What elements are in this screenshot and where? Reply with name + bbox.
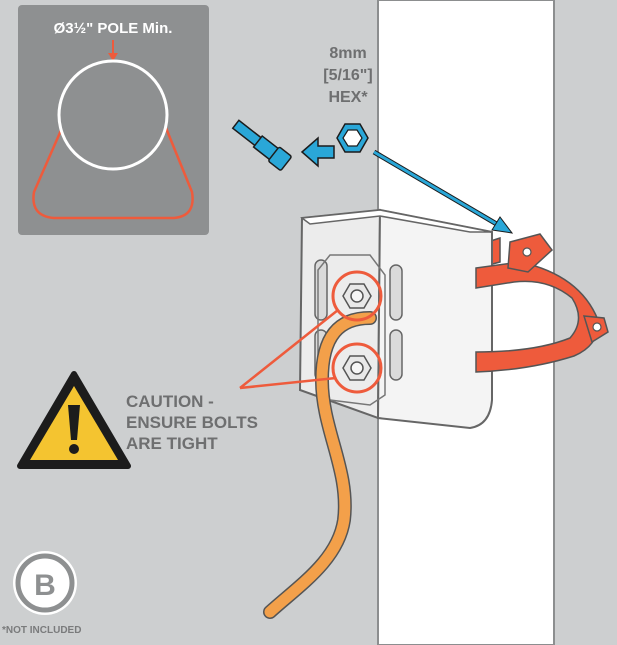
footnote: *NOT INCLUDED bbox=[2, 625, 81, 636]
step-badge-icon: B bbox=[13, 551, 77, 615]
bolt-highlight-lower bbox=[331, 342, 383, 394]
cable bbox=[263, 311, 377, 619]
bolt-highlight-upper bbox=[331, 270, 383, 322]
mounting-bracket bbox=[298, 208, 493, 430]
tool-size-mm: 8mm bbox=[329, 45, 366, 62]
pole-min-label: Ø3½" POLE Min. bbox=[54, 20, 173, 37]
step-letter: B bbox=[34, 569, 56, 602]
caution-line-2: ENSURE BOLTS bbox=[126, 413, 258, 432]
blue-pointer-arrow bbox=[372, 149, 514, 234]
bolt-lower bbox=[342, 355, 372, 381]
bolt-upper bbox=[342, 283, 372, 309]
nut-driver-icon bbox=[231, 119, 292, 171]
hex-nut-icon bbox=[336, 123, 369, 153]
front-straps bbox=[475, 233, 609, 373]
tool-type: HEX* bbox=[328, 89, 368, 106]
pole-size-inset: Ø3½" POLE Min. bbox=[18, 5, 209, 235]
callout-lines bbox=[239, 309, 339, 390]
caution-line-1: CAUTION - bbox=[126, 392, 214, 411]
arrow-left-icon bbox=[300, 136, 335, 168]
tool-size-inch: [5/16"] bbox=[323, 67, 372, 84]
caution-line-3: ARE TIGHT bbox=[126, 434, 218, 453]
warning-triangle-icon bbox=[17, 371, 131, 469]
